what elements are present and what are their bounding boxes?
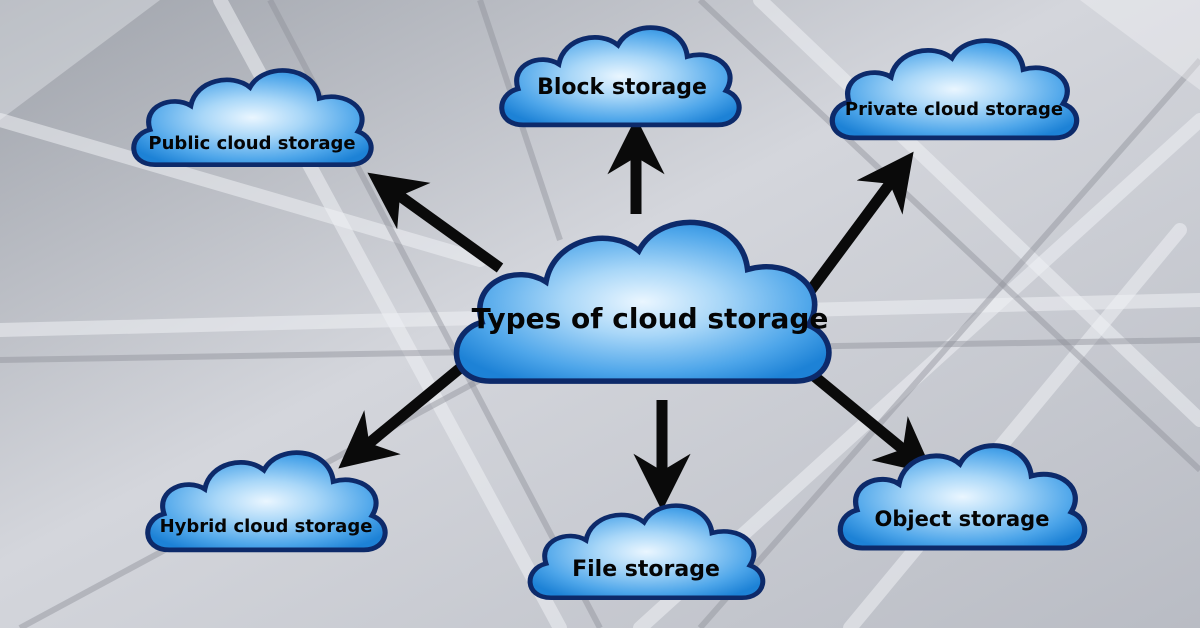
node-label-private: Private cloud storage (845, 99, 1063, 120)
arrow-to-hybrid (338, 355, 474, 469)
arrows (338, 117, 934, 511)
node-label-block: Block storage (537, 75, 707, 100)
center-label: Types of cloud storage (472, 302, 829, 335)
arrow-to-private (803, 151, 914, 298)
arrow-to-public (367, 172, 504, 273)
arrow-to-object (810, 371, 934, 475)
node-label-hybrid: Hybrid cloud storage (160, 516, 373, 537)
node-label-file: File storage (572, 557, 720, 582)
node-label-object: Object storage (875, 507, 1050, 531)
node-label-public: Public cloud storage (148, 133, 355, 154)
